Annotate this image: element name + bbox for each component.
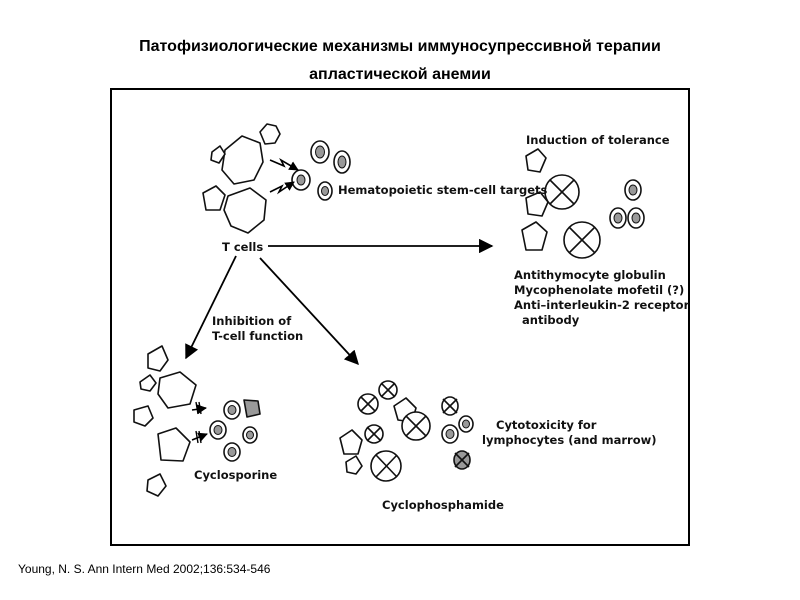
drug-anti-il2: Anti–interleukin-2 receptor (514, 298, 690, 312)
cyclophosphamide-label: Cyclophosphamide (382, 498, 504, 512)
drug-mmf: Mycophenolate mofetil (?) (514, 283, 685, 297)
figure-panel: T cells Hematopoietic stem-cell targets … (110, 88, 690, 546)
arrow-to-cyclophosphamide (259, 257, 359, 366)
mechanism-diagram (110, 88, 690, 546)
arrow-to-cyclosporine (185, 255, 237, 360)
cyclosporine-cluster (133, 345, 261, 497)
slide-title-line2: апластической анемии (309, 66, 491, 83)
targets-label: Hematopoietic stem-cell targets (338, 183, 548, 197)
t-cell (221, 135, 264, 185)
attack-arrow (269, 181, 295, 195)
cyclophosphamide-cluster (339, 380, 474, 482)
drug-anti-il2-cont: antibody (522, 313, 580, 327)
induction-label: Induction of tolerance (526, 133, 670, 147)
inhibition-label-line1: Inhibition of (212, 314, 292, 328)
cytotoxicity-label-line1: Cytotoxicity for (496, 418, 597, 432)
t-cell (259, 123, 281, 145)
t-cell (202, 185, 226, 211)
tolerance-cluster (521, 148, 645, 259)
inhibition-label-line2: T-cell function (212, 329, 304, 343)
figure-border (110, 88, 690, 546)
t-cell (223, 187, 267, 234)
cytotoxicity-label-line2: lymphocytes (and marrow) (482, 433, 657, 447)
t-cell-cluster (202, 123, 281, 234)
drug-atg: Antithymocyte globulin (514, 268, 666, 282)
slide-title-line1: Патофизиологические механизмы иммуносупр… (139, 38, 661, 55)
stem-cell-targets-top (291, 140, 351, 201)
t-cell (210, 145, 226, 164)
cyclosporine-label: Cyclosporine (194, 468, 278, 482)
attack-arrow (269, 157, 299, 171)
t-cells-label: T cells (222, 240, 264, 254)
citation: Young, N. S. Ann Intern Med 2002;136:534… (18, 562, 271, 576)
blocked-arrow (191, 404, 207, 414)
